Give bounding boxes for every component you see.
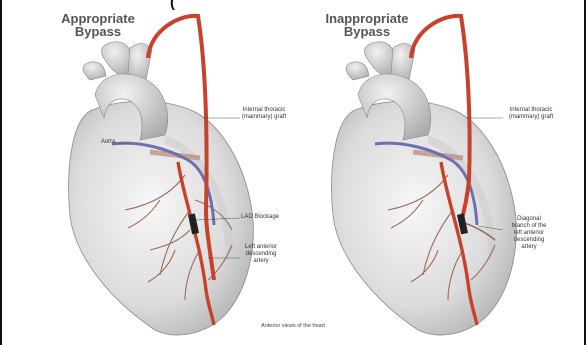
label-graft-left: Internal thoracic (mammary) graft	[236, 107, 292, 121]
label-graft-right: Internal thoracic (mammary) graft	[503, 107, 559, 121]
heart-right	[332, 16, 517, 335]
figure-caption: Anterior views of the heart	[253, 323, 333, 329]
label-diagonal-branch: Diagonal branch of the left anterior des…	[505, 216, 553, 251]
label-lad-artery: Left anterior descending artery	[240, 244, 282, 265]
label-aorta: Aorta	[98, 139, 118, 146]
heart-left	[69, 16, 254, 335]
label-lad-blockage: LAD Blockage	[238, 214, 282, 221]
